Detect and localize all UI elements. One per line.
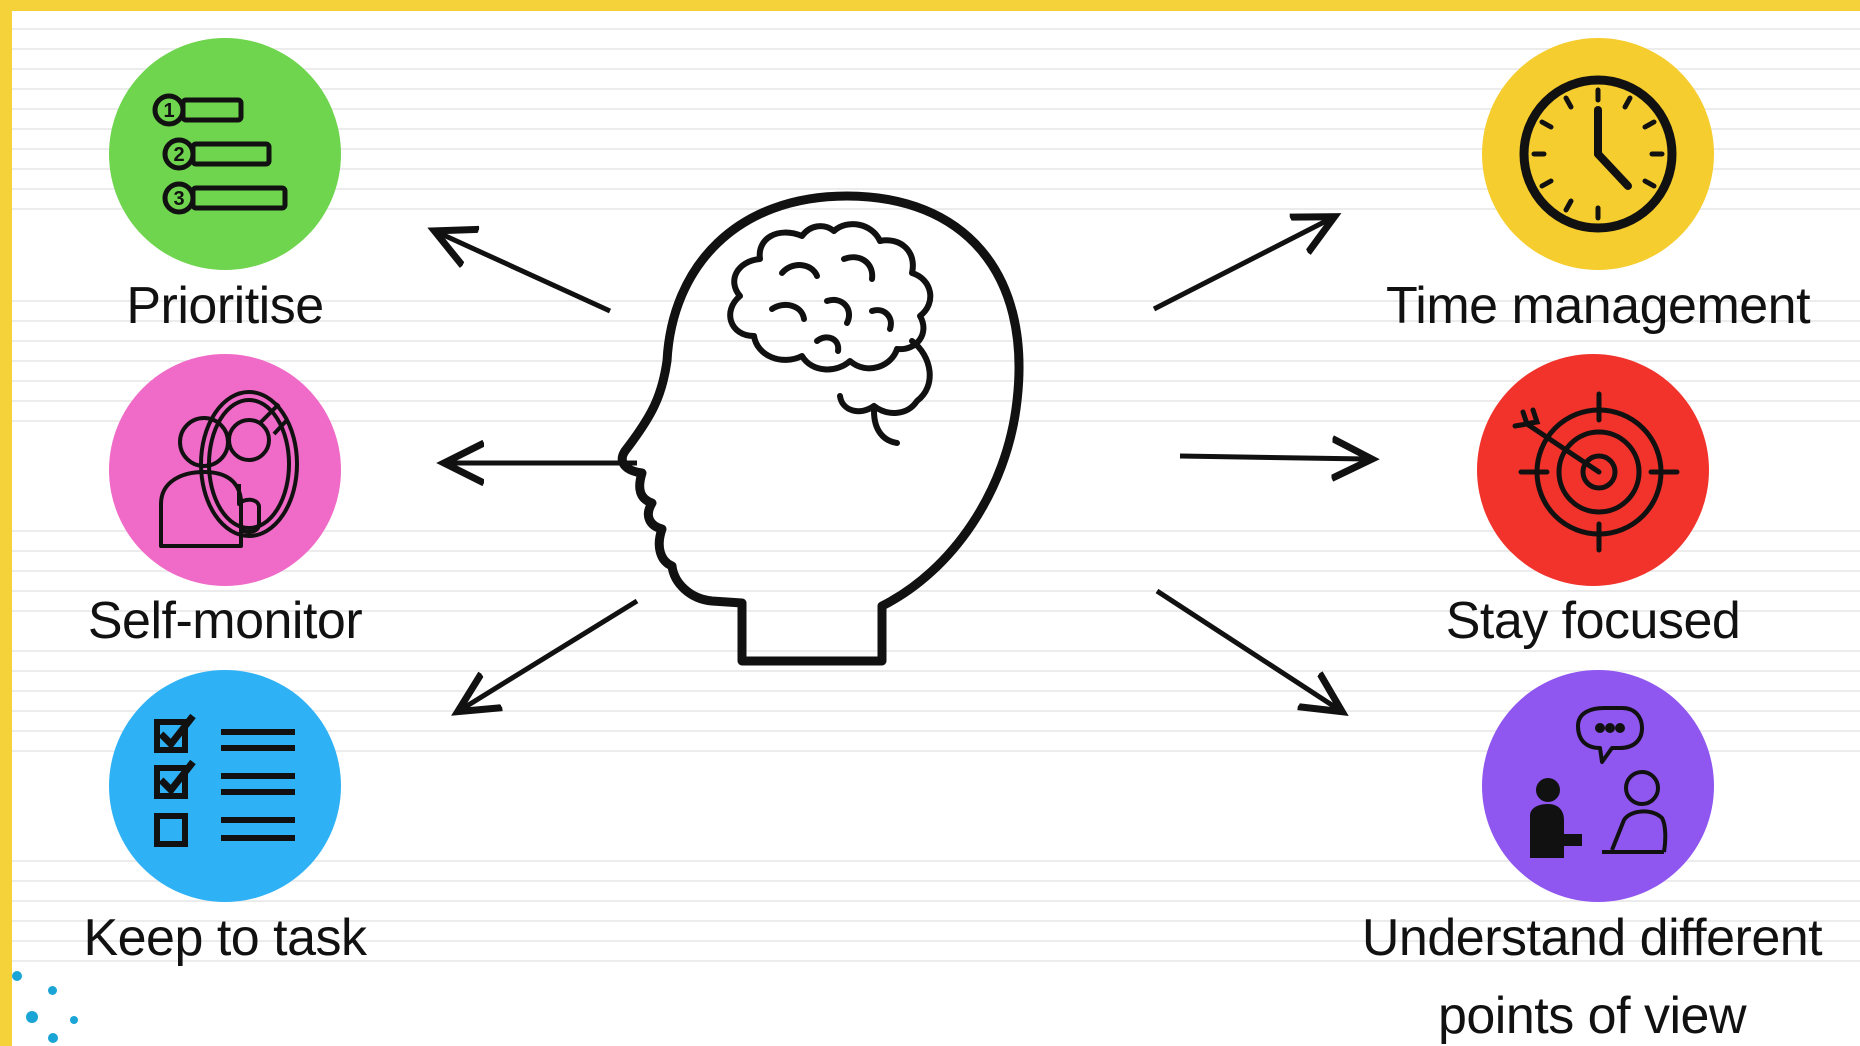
decorative-dot xyxy=(48,1033,58,1043)
decorative-dot xyxy=(26,1011,38,1023)
numbered-list-icon: 1 2 3 xyxy=(152,93,288,215)
self-monitor-circle xyxy=(109,354,341,586)
checklist-icon xyxy=(154,713,295,847)
prioritise-label: Prioritise xyxy=(126,277,324,335)
head-brain-icon xyxy=(617,191,1024,666)
mirror-person-icon xyxy=(159,390,299,548)
time-management-circle xyxy=(1482,38,1714,270)
stay-focused-label: Stay focused xyxy=(1445,592,1741,650)
center-diagram xyxy=(12,191,1860,1046)
decorative-dot xyxy=(48,986,57,995)
keep-to-task-circle xyxy=(109,670,341,902)
marker-3: 3 xyxy=(173,188,184,210)
marker-1: 1 xyxy=(163,100,174,122)
marker-2: 2 xyxy=(173,144,184,166)
decorative-dot xyxy=(70,1016,78,1024)
diagram-frame: 1 2 3 Prioritise Self-monitor xyxy=(12,11,1860,1046)
conversation-icon xyxy=(1530,706,1668,858)
stay-focused-circle xyxy=(1477,354,1709,586)
self-monitor-label: Self-monitor xyxy=(87,592,363,650)
decorative-dot xyxy=(12,971,22,981)
prioritise-circle: 1 2 3 xyxy=(109,38,341,270)
keep-to-task-label: Keep to task xyxy=(83,909,367,967)
understand-label-line1: Understand different xyxy=(1361,909,1823,967)
clock-icon xyxy=(1519,75,1677,233)
understand-circle xyxy=(1482,670,1714,902)
connector-arrows xyxy=(439,219,1367,709)
target-icon xyxy=(1512,391,1680,553)
understand-label-line2: points of view xyxy=(1437,987,1747,1045)
time-management-label: Time management xyxy=(1385,277,1811,335)
